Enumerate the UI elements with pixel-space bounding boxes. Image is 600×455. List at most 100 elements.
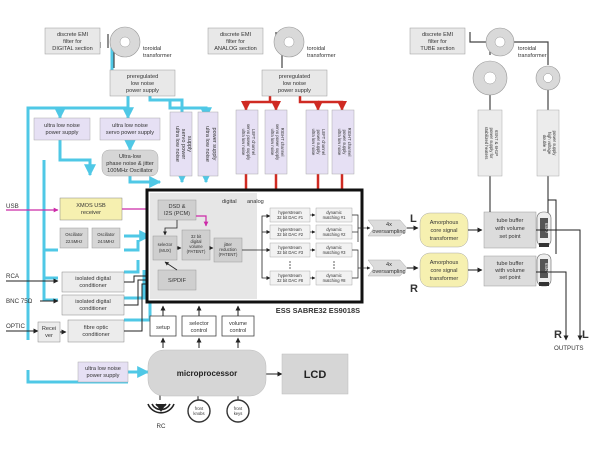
- svg-text:control: control: [230, 328, 247, 334]
- svg-text:power supply for: power supply for: [489, 128, 494, 159]
- svg-text:dynamic: dynamic: [326, 210, 342, 215]
- svg-text:toroidal: toroidal: [518, 46, 536, 52]
- svg-text:digital: digital: [222, 199, 237, 205]
- ps-ultra-vertical: ultra low noise power supply: [197, 111, 219, 177]
- svg-text:control: control: [191, 328, 208, 334]
- svg-text:volume: volume: [229, 321, 247, 327]
- svg-text:oversampling: oversampling: [372, 229, 405, 235]
- ps-ultra-low-noise: ultra low noise power supply: [33, 117, 91, 141]
- xmos-receiver: XMOS USB receiver: [59, 197, 123, 221]
- svg-text:22.5MHz: 22.5MHz: [66, 239, 83, 244]
- front-keys: front keys: [226, 399, 250, 423]
- svg-text:DIGITAL section: DIGITAL section: [52, 46, 92, 52]
- svg-text:matching #1: matching #1: [323, 215, 346, 220]
- svg-text:phase noise & jitter: phase noise & jitter: [106, 161, 154, 167]
- svg-text:4x: 4x: [386, 222, 392, 228]
- svg-text:power supply: power supply: [278, 88, 311, 94]
- svg-text:I2S (PCM): I2S (PCM): [164, 211, 190, 217]
- svg-text:LEFT channel: LEFT channel: [251, 129, 256, 155]
- svg-text:preregulated: preregulated: [279, 74, 310, 80]
- dsd-i2s: DSD & I2S (PCM): [157, 199, 197, 221]
- dynamic-matching: dynamic matching #1 dynamic matching #2 …: [315, 207, 353, 286]
- ps-analog-servo-right: ultra low noise servo power supply RIGHT…: [264, 109, 288, 175]
- svg-text:power supply: power supply: [211, 128, 217, 161]
- svg-text:low noise: low noise: [131, 81, 154, 87]
- rca-label: RCA: [6, 273, 20, 280]
- emi-analog: discrete EMI filter for ANALOG section: [207, 27, 264, 55]
- svg-text:(PATENT): (PATENT): [187, 249, 206, 254]
- svg-text:conditioner: conditioner: [79, 306, 107, 312]
- svg-text:analog: analog: [247, 199, 264, 205]
- svg-text:core signal: core signal: [430, 228, 457, 234]
- bnc-label: BNC 75Ω: [6, 298, 33, 305]
- svg-text:selector: selector: [189, 321, 209, 327]
- emi-digital: discrete EMI filter for DIGITAL section: [44, 27, 101, 55]
- svg-text:preregulated: preregulated: [127, 74, 158, 80]
- svg-text:100MHz Oscillator: 100MHz Oscillator: [107, 168, 153, 174]
- ps-servo-vertical: ultra low noise servo power supply: [169, 111, 193, 177]
- svg-text:conditioner: conditioner: [79, 283, 107, 289]
- svg-text:servo power supply: servo power supply: [275, 124, 280, 161]
- digital-volume: 32 bit digital volume (PATENT): [181, 229, 211, 261]
- svg-text:transformer: transformer: [143, 53, 172, 59]
- svg-text:Amorphous: Amorphous: [430, 260, 459, 266]
- svg-text:reduction: reduction: [219, 247, 237, 252]
- svg-text:dynamic: dynamic: [326, 227, 342, 232]
- tube-buffer-right: tube buffer with volume set point: [483, 255, 537, 287]
- svg-text:hyperstream: hyperstream: [278, 227, 302, 232]
- svg-text:servo power supply: servo power supply: [246, 124, 251, 161]
- svg-text:setup: setup: [156, 325, 170, 331]
- svg-text:power supply: power supply: [552, 131, 557, 157]
- svg-text:isolated digital: isolated digital: [75, 276, 110, 282]
- toroid-analog: toroidal transformer: [273, 26, 336, 59]
- optic-label: OPTIC: [6, 323, 25, 330]
- ps-ultra-low-noise-servo: ultra low noise servo power supply: [99, 117, 161, 141]
- svg-text:tube buffer: tube buffer: [497, 218, 524, 224]
- svg-text:ultra low noise: ultra low noise: [112, 123, 148, 129]
- svg-text:toroidal: toroidal: [143, 46, 161, 52]
- svg-text:transformer: transformer: [430, 236, 459, 242]
- svg-text:TUBE section: TUBE section: [420, 46, 454, 52]
- ps-microprocessor: ultra low noise power supply: [77, 361, 129, 383]
- svg-text:32 bit DAC #2: 32 bit DAC #2: [277, 232, 304, 237]
- ps-high-voltage: double π high voltage power supply: [536, 109, 560, 177]
- toroid-tube: toroidal transformer: [485, 27, 547, 59]
- svg-text:discrete EMI: discrete EMI: [220, 32, 252, 38]
- svg-text:set point: set point: [499, 275, 521, 281]
- svg-text:Oscillator: Oscillator: [65, 232, 83, 237]
- svg-text:with volume: with volume: [494, 268, 525, 274]
- svg-text:power supply: power supply: [316, 130, 321, 156]
- svg-text:matching #2: matching #2: [323, 232, 346, 237]
- oversampling-left: 4x oversampling: [367, 219, 408, 237]
- emi-tube: discrete EMI filter for TUBE section: [409, 27, 466, 55]
- svg-text:discrete EMI: discrete EMI: [422, 32, 454, 38]
- output-r-label: R: [554, 329, 562, 341]
- svg-text:power supply: power supply: [126, 88, 159, 94]
- svg-text:ultra low noise: ultra low noise: [174, 126, 180, 162]
- svg-text:stabilized heaters: stabilized heaters: [484, 127, 489, 160]
- svg-text:hyperstream: hyperstream: [278, 273, 302, 278]
- svg-text:ANALOG section: ANALOG section: [214, 46, 257, 52]
- selector-control-box: selector control: [181, 315, 217, 337]
- svg-text:DSD &: DSD &: [168, 204, 185, 210]
- svg-text:receiver: receiver: [81, 210, 101, 216]
- tube-icon-left: 6SN7: [536, 211, 552, 247]
- jitter-reduction: jitter reduction (PATENT): [213, 237, 243, 263]
- svg-text:ultra low noise: ultra low noise: [85, 366, 121, 372]
- svg-text:RIGHT channel: RIGHT channel: [280, 128, 285, 157]
- svg-text:4x: 4x: [386, 262, 392, 268]
- svg-text:ultra low noise: ultra low noise: [337, 129, 342, 156]
- spdif: S/PDIF: [157, 269, 197, 291]
- iso-conditioner-2: isolated digital conditioner: [61, 294, 125, 316]
- oscillator-22mhz: Oscillator 22.5MHz: [59, 227, 89, 249]
- svg-text:filter for: filter for: [428, 39, 447, 45]
- svg-text:ultra low noise: ultra low noise: [44, 123, 80, 129]
- receiver: Recei ver: [37, 321, 61, 343]
- lcd: LCD: [281, 353, 349, 395]
- svg-text:microprocessor: microprocessor: [177, 369, 237, 378]
- svg-text:ultra low noise: ultra low noise: [204, 126, 210, 162]
- toroid-hv: [535, 65, 561, 91]
- svg-text:matching #3: matching #3: [323, 250, 346, 255]
- svg-text:servo power supply: servo power supply: [106, 130, 154, 136]
- svg-text:supply: supply: [186, 136, 192, 152]
